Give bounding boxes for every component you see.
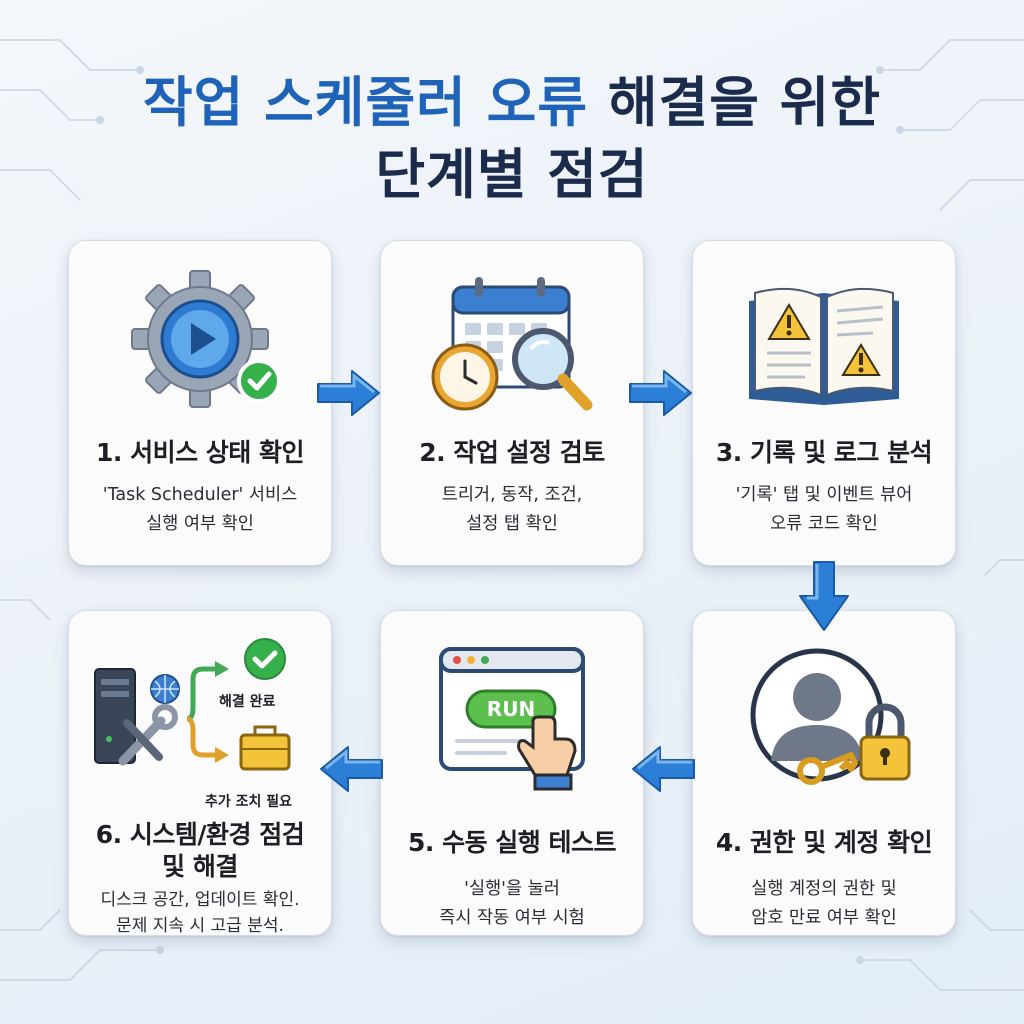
user-lock-key-icon [750,648,911,785]
step-card-4: 4. 권한 및 계정 확인 실행 계정의 권한 및 암호 만료 여부 확인 [692,610,956,936]
step-description: 실행 계정의 권한 및 암호 만료 여부 확인 [751,879,897,928]
log-book-warning-icon [749,287,899,405]
title-rest: 해결을 위한 [607,71,882,134]
branch-label-further: 추가 조치 필요 [205,794,293,810]
step-title-continued: 및 해결 [162,852,238,881]
step-card-1: 1. 서비스 상태 확인 'Task Scheduler' 서비스 실행 여부 … [68,240,332,566]
step-card-2: 2. 작업 설정 검토 트리거, 동작, 조건, 설정 탭 확인 [380,240,644,566]
calendar-clock-magnifier-icon [431,277,593,411]
step-title: 5. 수동 실행 테스트 [407,828,617,857]
step-title: 3. 기록 및 로그 분석 [715,438,933,467]
page-title: 작업 스케줄러 오류 해결을 위한 [0,58,1024,137]
arrow-right-icon [629,370,692,416]
step-title: 2. 작업 설정 검토 [419,438,605,467]
step-card-6: 해결 완료 추가 조치 필요 6. 시스템/환경 점검 및 해결 디스크 공간,… [68,610,332,936]
page-subtitle: 단계별 점검 [375,143,649,206]
step-card-3: 3. 기록 및 로그 분석 '기록' 탭 및 이벤트 뷰어 오류 코드 확인 [692,240,956,566]
title-highlight: 작업 스케줄러 오류 [142,71,589,134]
step-description: 'Task Scheduler' 서비스 실행 여부 확인 [102,485,298,534]
step-title: 1. 서비스 상태 확인 [95,438,305,467]
arrow-left-icon [320,746,383,792]
step-description: 디스크 공간, 업데이트 확인. 문제 지속 시 고급 분석. [100,890,300,936]
arrow-right-icon [317,370,380,416]
arrow-left-icon [632,746,695,792]
branch-label-resolved: 해결 완료 [219,694,276,710]
gear-play-check-icon [131,270,281,408]
step-description: 트리거, 동작, 조건, 설정 탭 확인 [441,485,583,534]
step-description: '실행'을 눌러 즉시 작동 여부 시험 [439,879,585,928]
run-window-click-icon: RUN [439,647,585,791]
arrow-down-icon [799,561,849,631]
step-description: '기록' 탭 및 이벤트 뷰어 오류 코드 확인 [735,485,913,534]
step-title: 4. 권한 및 계정 확인 [715,828,933,857]
step-card-5: RUN 5. 수동 실행 테스트 '실행'을 눌러 즉시 작동 여부 시험 [380,610,644,936]
run-button-label: RUN [487,697,535,721]
server-tools-branch-icon [94,638,291,771]
step-title: 6. 시스템/환경 점검 [95,820,305,849]
